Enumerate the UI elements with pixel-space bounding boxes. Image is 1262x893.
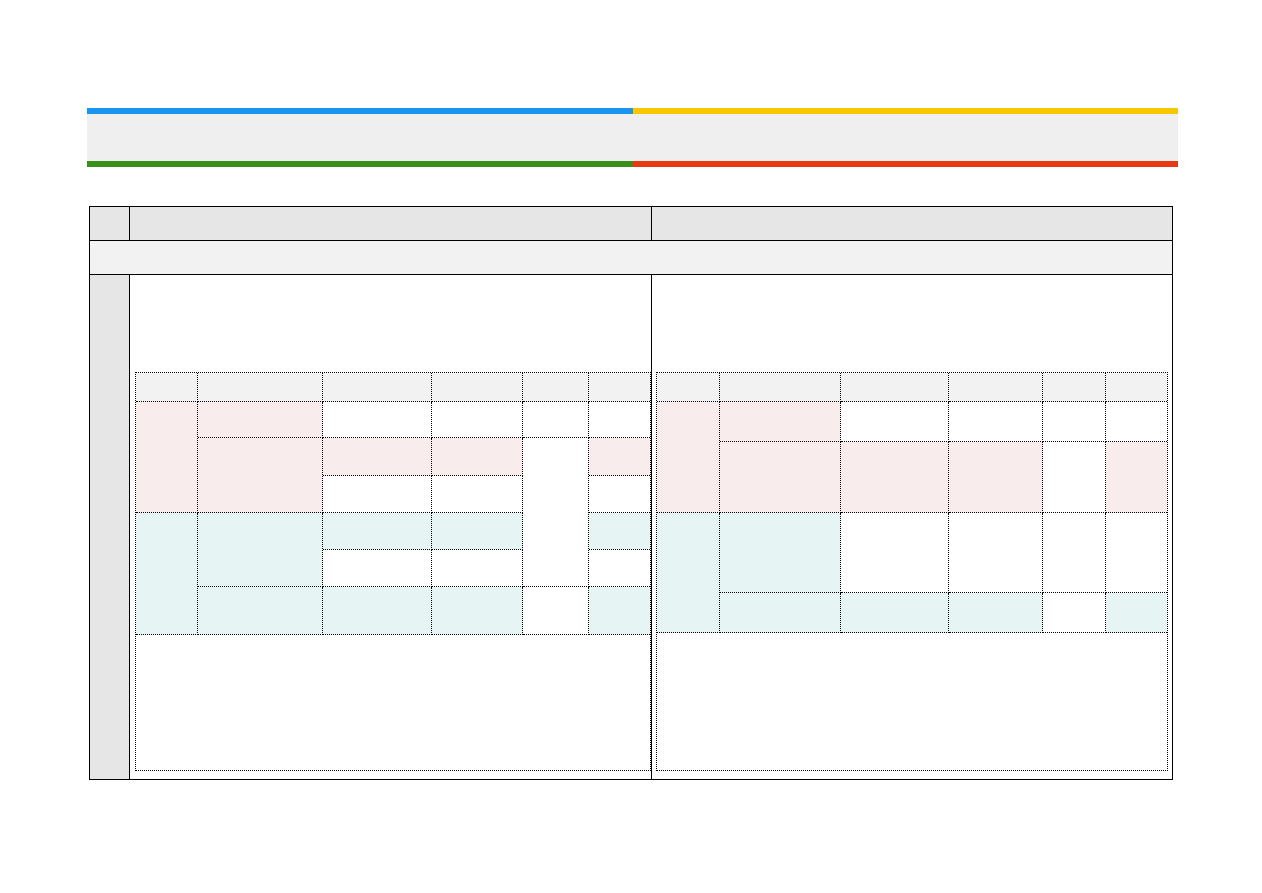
- right-grid-header-6: [1106, 373, 1167, 402]
- left-row-b1-c4: [432, 513, 523, 550]
- right-row-b1-c4: [949, 513, 1043, 593]
- left-row-b1-name: [198, 513, 323, 587]
- right-row-a1-c6: [1106, 402, 1167, 442]
- left-group-a-label: [136, 402, 198, 513]
- left-row-a2-c6: [589, 438, 650, 476]
- right-row-a1-c3: [841, 402, 949, 442]
- right-row-a2-name: [720, 442, 841, 513]
- left-row-b3-c4: [432, 587, 523, 635]
- left-grid-header-3: [323, 373, 432, 402]
- left-row-a1-c6: [589, 402, 650, 438]
- right-row-a2-c5: [1043, 442, 1106, 513]
- left-grid-header-6: [589, 373, 650, 402]
- left-row-a1-name: [198, 402, 323, 438]
- left-merged-c5: [523, 438, 589, 587]
- left-grid-header-1: [136, 373, 198, 402]
- left-row-a3-c3: [323, 476, 432, 513]
- header-index-cell: [90, 207, 130, 241]
- left-row-a2-name: [198, 438, 323, 513]
- right-row-b2-c5: [1043, 593, 1106, 633]
- right-row-a2-c4: [949, 442, 1043, 513]
- left-row-a1-c3: [323, 402, 432, 438]
- left-row-b2-c3: [323, 550, 432, 587]
- right-intro-text: [652, 275, 1170, 371]
- header-right-cell: [652, 207, 1172, 241]
- accent-bar-yellow: [633, 108, 1178, 114]
- left-grid-header-4: [432, 373, 523, 402]
- accent-bar-blue: [87, 108, 633, 114]
- right-group-a-label: [657, 402, 720, 513]
- right-row-a1-c5: [1043, 402, 1106, 442]
- left-intro-text: [130, 275, 650, 371]
- left-row-b3-c6: [589, 587, 650, 635]
- left-row-b1-c6: [589, 513, 650, 550]
- comparison-table: [89, 206, 1173, 780]
- left-row-a3-c6: [589, 476, 650, 513]
- right-row-b2-name: [720, 593, 841, 633]
- left-notes: [136, 635, 650, 770]
- left-group-b-label: [136, 513, 198, 635]
- right-row-a2-c3: [841, 442, 949, 513]
- right-row-b1-c6: [1106, 513, 1167, 593]
- left-detail-grid: [135, 372, 651, 771]
- left-row-a1-c4: [432, 402, 523, 438]
- title-banner: [87, 108, 1178, 167]
- side-label-cell: [90, 275, 130, 779]
- left-row-b3-c5: [523, 587, 589, 635]
- right-row-a1-c4: [949, 402, 1043, 442]
- left-row-b2-c4: [432, 550, 523, 587]
- right-grid-header-3: [841, 373, 949, 402]
- header-left-cell: [130, 207, 652, 241]
- left-content-cell: [130, 275, 652, 779]
- left-row-a3-c4: [432, 476, 523, 513]
- left-row-b2-c6: [589, 550, 650, 587]
- right-row-b2-c6: [1106, 593, 1167, 633]
- left-row-a2-c3: [323, 438, 432, 476]
- right-row-a2-c6: [1106, 442, 1167, 513]
- right-grid-header-1: [657, 373, 720, 402]
- right-row-b2-c4: [949, 593, 1043, 633]
- left-grid-header-5: [523, 373, 589, 402]
- right-group-b-label: [657, 513, 720, 633]
- left-grid-header-2: [198, 373, 323, 402]
- right-row-b1-c3: [841, 513, 949, 593]
- right-row-b1-name: [720, 513, 841, 593]
- left-row-b3-c3: [323, 587, 432, 635]
- right-notes: [657, 633, 1167, 770]
- right-row-b1-c5: [1043, 513, 1106, 593]
- left-row-a2-c4: [432, 438, 523, 476]
- right-row-a1-name: [720, 402, 841, 442]
- right-grid-header-4: [949, 373, 1043, 402]
- left-row-b1-c3: [323, 513, 432, 550]
- right-row-b2-c3: [841, 593, 949, 633]
- right-grid-header-5: [1043, 373, 1106, 402]
- right-detail-grid: [656, 372, 1168, 771]
- section-row: [90, 241, 1172, 275]
- left-row-b3-name: [198, 587, 323, 635]
- accent-bar-red: [633, 161, 1178, 167]
- accent-bar-green: [87, 161, 633, 167]
- right-grid-header-2: [720, 373, 841, 402]
- left-row-a1-c5: [523, 402, 589, 438]
